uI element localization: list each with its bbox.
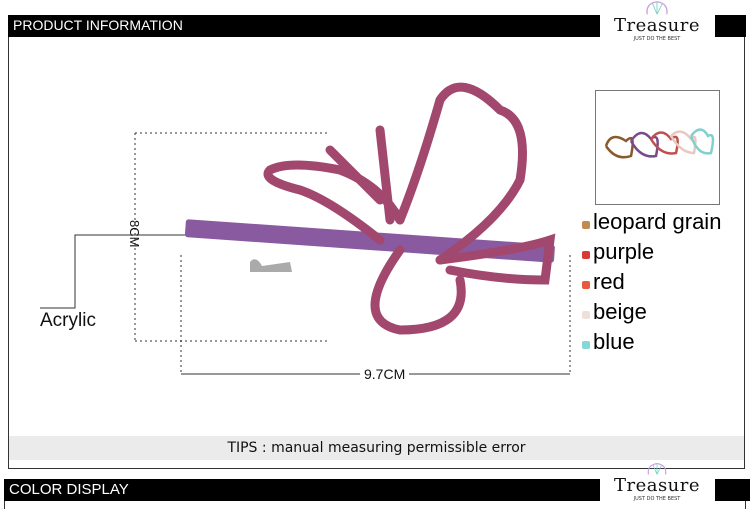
- material-pointer: [40, 234, 200, 309]
- logo-name: Treasure: [613, 15, 701, 36]
- color-display-frame: [4, 501, 746, 509]
- header-bar-end: [715, 479, 750, 501]
- material-label: Acrylic: [40, 310, 96, 331]
- hair-clip-image: [184, 82, 556, 335]
- color-label: red: [593, 269, 625, 294]
- shell-icon: [646, 1, 668, 15]
- tips-banner: TIPS : manual measuring permissible erro…: [9, 436, 744, 460]
- color-options-list: leopard grain purple red beige blue: [582, 207, 721, 357]
- shell-icon: [647, 462, 667, 475]
- logo-tagline: JUST DO THE BEST: [633, 36, 681, 42]
- product-info-frame: [8, 15, 745, 469]
- brand-logo-bottom: Treasure JUST DO THE BEST: [602, 462, 712, 502]
- color-swatch: [582, 251, 590, 259]
- color-label: purple: [593, 239, 655, 264]
- logo-name: Treasure: [613, 475, 701, 496]
- color-swatch: [582, 341, 590, 349]
- color-option-beige[interactable]: beige: [582, 297, 721, 327]
- brand-logo: Treasure JUST DO THE BEST: [602, 0, 712, 42]
- section-title: PRODUCT INFORMATION: [13, 17, 183, 33]
- dimension-lines: [134, 132, 571, 375]
- tips-text: TIPS : manual measuring permissible erro…: [227, 440, 526, 456]
- color-display-header: COLOR DISPLAY: [4, 479, 600, 501]
- color-swatch: [582, 311, 590, 319]
- variants-image: [604, 128, 715, 159]
- color-label: blue: [593, 329, 635, 354]
- color-option-leopard-grain[interactable]: leopard grain: [582, 207, 721, 237]
- color-swatch: [582, 221, 590, 229]
- color-option-blue[interactable]: blue: [582, 327, 721, 357]
- color-swatch: [582, 281, 590, 289]
- color-variants-thumbnail: [595, 90, 720, 205]
- color-option-red[interactable]: red: [582, 267, 721, 297]
- color-option-purple[interactable]: purple: [582, 237, 721, 267]
- width-label: 9.7CM: [360, 366, 410, 382]
- height-label: 8CM: [127, 220, 142, 248]
- product-info-header: PRODUCT INFORMATION: [8, 15, 600, 37]
- header-bar-end: [715, 15, 746, 37]
- color-label: beige: [593, 299, 647, 324]
- logo-tagline: JUST DO THE BEST: [633, 496, 681, 502]
- section-title: COLOR DISPLAY: [9, 481, 129, 498]
- color-label: leopard grain: [593, 209, 722, 234]
